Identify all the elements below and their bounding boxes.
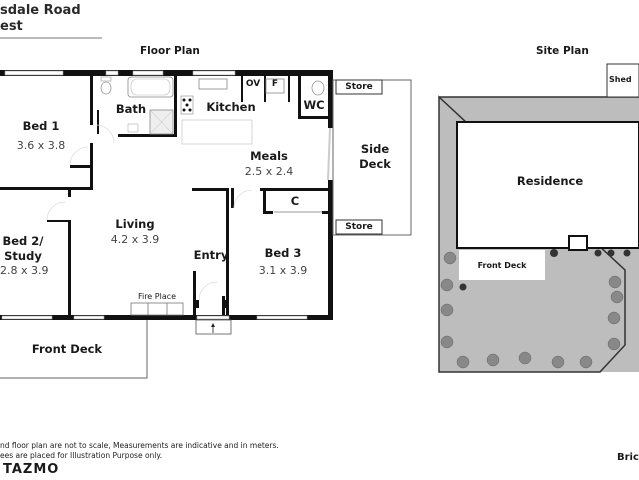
brand-logo-tazmo: TAZMO: [3, 462, 60, 477]
room-bed-2-study: Bed 2/ Study: [0, 234, 46, 264]
site-residence-label: Residence: [516, 174, 584, 188]
room-kitchen: Kitchen: [206, 100, 256, 114]
store-top-label: Store: [345, 82, 373, 92]
address-line-1: sdale Road: [0, 3, 81, 18]
store-bottom-label: Store: [345, 222, 373, 232]
room-wc: WC: [303, 98, 325, 112]
room-meals: Meals: [250, 149, 288, 163]
room-bed-1: Bed 1: [22, 119, 60, 133]
room-front-deck: Front Deck: [31, 342, 103, 356]
room-bed-2-line2: Study: [4, 249, 42, 263]
room-bed-2-dims: 2.8 x 3.9: [0, 264, 49, 277]
room-bed-1-dims: 3.6 x 3.8: [16, 139, 66, 152]
room-bed-2-line1: Bed 2/: [2, 234, 44, 248]
address-line-2: est: [0, 19, 23, 34]
disclaimer-line-1: nd floor plan are not to scale, Measurem…: [0, 441, 279, 450]
room-entry: Entry: [193, 248, 229, 262]
oven-label: OV: [245, 79, 261, 89]
site-shed-label: Shed: [609, 75, 632, 84]
site-front-deck-label: Front Deck: [477, 261, 527, 270]
room-living: Living: [115, 217, 155, 231]
site-plan-title: Site Plan: [536, 45, 589, 57]
room-meals-dims: 2.5 x 2.4: [244, 165, 294, 178]
cupboard-label: C: [290, 194, 300, 208]
room-living-dims: 4.2 x 3.9: [110, 233, 160, 246]
fire-place-label: Fire Place: [137, 292, 177, 301]
floor-plan-title: Floor Plan: [140, 45, 200, 57]
room-bath: Bath: [115, 102, 147, 116]
fridge-label: F: [271, 79, 279, 89]
room-bed-3-dims: 3.1 x 3.9: [258, 264, 308, 277]
disclaimer-line-2: ees are placed for Illustration Purpose …: [0, 451, 163, 460]
brand-logo-right: Bric: [617, 452, 639, 463]
room-bed-3: Bed 3: [264, 246, 302, 260]
